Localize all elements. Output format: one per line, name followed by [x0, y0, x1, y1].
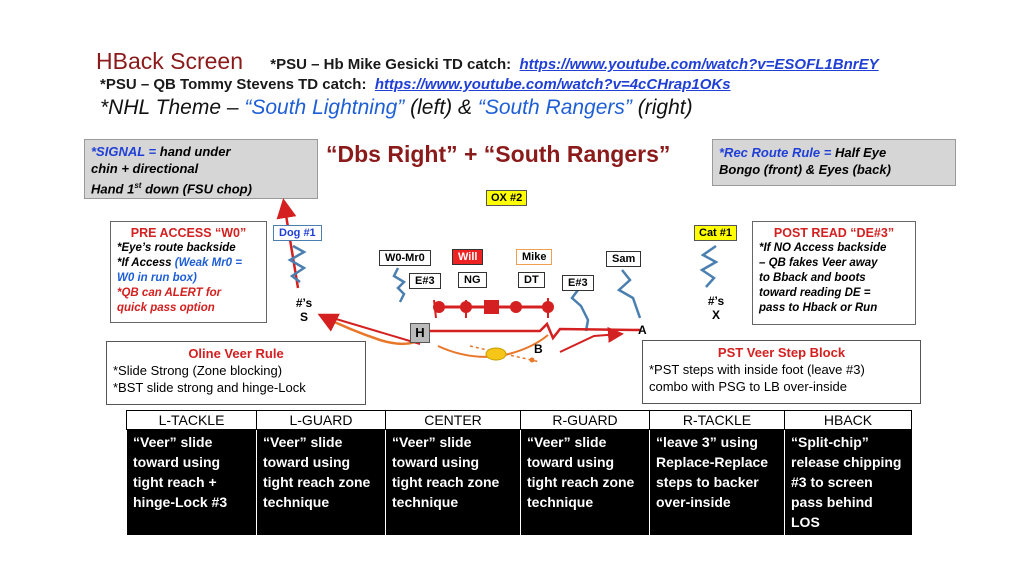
page-title: HBack Screen: [96, 48, 244, 74]
qb-boot-arrow: [559, 326, 624, 353]
rec-rule-line1: Half Eye: [831, 145, 887, 160]
signal-line3a: Hand 1: [91, 181, 135, 197]
post-read-line4: toward reading DE =: [759, 287, 871, 299]
post-read-line2: – QB fakes Veer away: [759, 257, 878, 269]
signal-sup: st: [134, 181, 142, 190]
pst-rule-line1: *PST steps with inside foot (leave #3): [649, 362, 865, 377]
theme-left: “South Lightning”: [244, 96, 405, 119]
sam-label: Sam: [606, 251, 642, 267]
dog1-label: Dog #1: [273, 225, 322, 241]
col-header-center: CENTER: [385, 410, 521, 430]
w0-mr0-label: W0-Mr0: [379, 250, 431, 266]
header-line2: *PSU – QB Tommy Stevens TD catch: https:…: [100, 76, 731, 93]
col-header-rguard: R-GUARD: [520, 410, 650, 430]
pst-rule-line2: combo with PSG to LB over-inside: [649, 379, 847, 394]
a-gap-label: A: [638, 323, 647, 337]
left-slot-top: #’s: [295, 296, 313, 310]
sam-zigzag: [616, 269, 642, 319]
right-slot-top: #’s: [707, 294, 725, 308]
e3-right-label: E#3: [562, 275, 594, 291]
post-read-line1: *If NO Access backside: [759, 242, 887, 254]
hback-cell: “Split-chip”release chipping#3 to screen…: [784, 429, 912, 535]
w0-zigzag: [392, 267, 407, 303]
e3-right-zigzag: [570, 289, 590, 332]
post-read-title: POST READ “DE#3”: [773, 226, 895, 240]
oline-rule-line1: *Slide Strong (Zone blocking): [113, 363, 283, 378]
pst-rule-title: PST Veer Step Block: [717, 345, 846, 360]
oline-rule-line2: *BST slide strong and hinge-Lock: [113, 380, 306, 395]
theme-prefix: *NHL Theme –: [100, 96, 245, 119]
will-label: Will: [452, 249, 484, 265]
oline-rule-title: Oline Veer Rule: [188, 346, 284, 361]
col-header-ltackle: L-TACKLE: [126, 410, 257, 430]
pre-access-title: PRE ACCESS “W0”: [130, 226, 247, 240]
pre-access-line2a: *If Access: [117, 257, 175, 269]
blocking-line: [428, 321, 641, 341]
pre-access-line1: *Eye’s route backside: [117, 242, 236, 254]
theme-right: “South Rangers”: [477, 96, 632, 119]
left-slot-label: #’s S: [294, 296, 314, 324]
cat1-label: Cat #1: [694, 225, 738, 241]
theme-end: (right): [631, 96, 693, 119]
col-header-hback: HBACK: [784, 410, 912, 430]
pre-access-line5: quick pass option: [117, 302, 215, 314]
post-read-line5: pass to Hback or Run: [759, 302, 878, 314]
signal-line3b: down (FSU chop): [141, 181, 252, 197]
left-slot-bottom: S: [299, 310, 308, 324]
hback-box: H: [410, 323, 430, 343]
post-read-line3: to Bback and boots: [759, 272, 866, 284]
right-slot-bottom: X: [711, 308, 720, 322]
rec-rule-keyword: *Rec Route Rule =: [719, 145, 832, 160]
left-access-line: [325, 315, 421, 345]
theme-mid: (left) &: [404, 96, 478, 119]
col-header-lguard: L-GUARD: [256, 410, 386, 430]
football-icon: [485, 347, 507, 361]
pre-access-line2b: (Weak Mr0 =: [174, 257, 242, 269]
blocking-assignment-table: L-TACKLE L-GUARD CENTER R-GUARD R-TACKLE…: [126, 410, 912, 535]
play-call-title: “Dbs Right” + “South Rangers”: [326, 141, 671, 167]
table-header-row: L-TACKLE L-GUARD CENTER R-GUARD R-TACKLE…: [126, 410, 912, 430]
stevens-video-link[interactable]: https://www.youtube.com/watch?v=4cCHrap1…: [374, 76, 731, 93]
rec-rule-line2: Bongo (front) & Eyes (back): [719, 162, 891, 177]
post-read-box: POST READ “DE#3” *If NO Access backside …: [752, 221, 916, 325]
header-title-line: HBack Screen *PSU – Hb Mike Gesicki TD c…: [96, 48, 879, 75]
ox2-label: OX #2: [486, 190, 528, 206]
pst-veer-step-box: PST Veer Step Block *PST steps with insi…: [642, 340, 921, 404]
pre-access-line3: W0 in run box): [117, 272, 197, 284]
right-slot-label: #’s X: [706, 294, 726, 322]
nhl-theme-line: *NHL Theme – “South Lightning” (left) & …: [100, 96, 693, 120]
cat-zigzag: [699, 244, 719, 288]
dog-zigzag: [287, 244, 307, 283]
pre-access-box: PRE ACCESS “W0” *Eye’s route backside *I…: [110, 221, 267, 323]
header-line1-prefix: *PSU – Hb Mike Gesicki TD catch:: [270, 56, 512, 73]
gesicki-video-link[interactable]: https://www.youtube.com/watch?v=ESOFL1Bn…: [519, 56, 879, 73]
col-header-rtackle: R-TACKLE: [649, 410, 785, 430]
signal-line2: chin + directional: [91, 161, 199, 176]
e3-left-label: E#3: [409, 273, 441, 289]
signal-keyword: *SIGNAL =: [91, 144, 157, 159]
center-box: [484, 300, 499, 314]
oline-veer-rule-box: Oline Veer Rule *Slide Strong (Zone bloc…: [106, 341, 366, 405]
signal-box: *SIGNAL = hand under chin + directional …: [84, 139, 318, 199]
rec-route-rule-box: *Rec Route Rule = Half Eye Bongo (front)…: [712, 139, 956, 186]
b-gap-label: B: [534, 342, 543, 356]
signal-line1: hand under: [156, 144, 231, 159]
ng-label: NG: [458, 272, 487, 288]
dt-label: DT: [518, 272, 545, 288]
mike-label: Mike: [516, 249, 553, 265]
pre-access-line4: *QB can ALERT for: [117, 287, 222, 299]
header-line2-prefix: *PSU – QB Tommy Stevens TD catch:: [100, 76, 367, 93]
